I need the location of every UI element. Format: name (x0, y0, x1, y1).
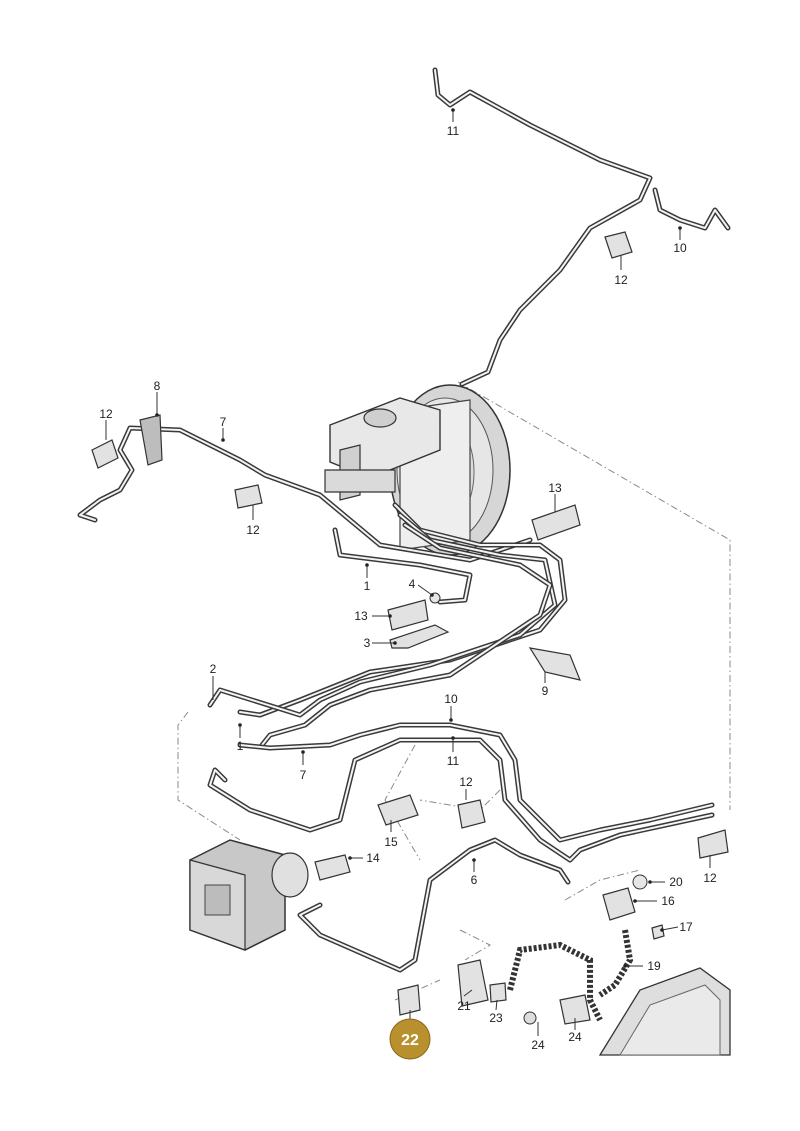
label-2[interactable]: 2 (210, 662, 217, 676)
label-20[interactable]: 20 (669, 875, 683, 889)
highlighted-part-badge[interactable]: 22 (389, 1010, 431, 1060)
label-13-mid[interactable]: 13 (354, 609, 368, 623)
label-7-mid[interactable]: 7 (300, 768, 307, 782)
badge-circle[interactable] (389, 1018, 431, 1060)
brake-disc (598, 967, 731, 1056)
brake-pipes (77, 67, 731, 973)
part-number-labels: 11 10 12 8 12 7 12 13 1 4 13 3 9 2 10 1 … (99, 124, 717, 1052)
leader-dots (155, 108, 682, 968)
label-9[interactable]: 9 (542, 684, 549, 698)
label-6[interactable]: 6 (471, 873, 478, 887)
label-16[interactable]: 16 (661, 894, 675, 908)
label-12-center[interactable]: 12 (459, 775, 473, 789)
label-15[interactable]: 15 (384, 835, 398, 849)
label-11-mid[interactable]: 11 (447, 754, 460, 768)
label-13-top[interactable]: 13 (548, 481, 562, 495)
label-24-right[interactable]: 24 (568, 1030, 582, 1044)
label-21[interactable]: 21 (457, 999, 471, 1013)
label-1-top[interactable]: 1 (364, 579, 371, 593)
label-4[interactable]: 4 (409, 577, 416, 591)
label-19[interactable]: 19 (647, 959, 661, 973)
label-3[interactable]: 3 (364, 636, 371, 650)
label-22-badge[interactable]: 22 (401, 1032, 419, 1049)
clips-and-brackets (91, 231, 729, 1025)
abs-control-unit (189, 839, 309, 951)
label-12-left[interactable]: 12 (99, 407, 113, 421)
brake-hoses (507, 929, 634, 1022)
label-7-top[interactable]: 7 (220, 415, 227, 429)
leader-lines (105, 110, 711, 1036)
label-10-top[interactable]: 10 (673, 241, 687, 255)
label-11-top[interactable]: 11 (447, 124, 460, 138)
label-8[interactable]: 8 (154, 379, 161, 393)
label-14[interactable]: 14 (366, 851, 380, 865)
label-17[interactable]: 17 (679, 920, 693, 934)
label-12-mid[interactable]: 12 (246, 523, 260, 537)
master-cylinder-reservoir (324, 397, 441, 501)
label-1-mid[interactable]: 1 (237, 739, 244, 753)
label-12-top[interactable]: 12 (614, 273, 628, 287)
label-10-mid[interactable]: 10 (444, 692, 458, 706)
label-23[interactable]: 23 (489, 1011, 503, 1025)
label-24-left[interactable]: 24 (531, 1038, 545, 1052)
label-12-right[interactable]: 12 (703, 871, 717, 885)
